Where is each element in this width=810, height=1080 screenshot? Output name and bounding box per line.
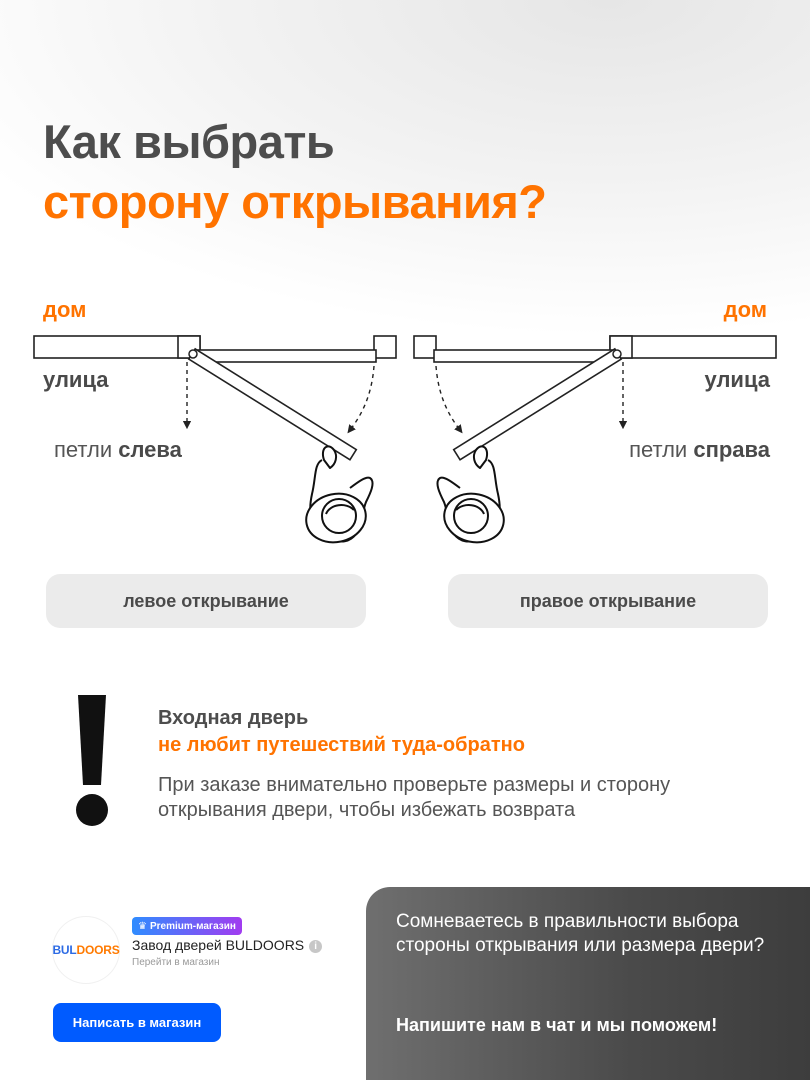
store-name[interactable]: Завод дверей BULDOORS i bbox=[132, 937, 323, 953]
warning-heading: Входная дверь не любит путешествий туда-… bbox=[158, 705, 525, 759]
exclamation-icon bbox=[76, 695, 108, 826]
warning-heading-line-1: Входная дверь bbox=[158, 707, 309, 729]
door-opening-diagram bbox=[33, 335, 777, 549]
right-door-scheme bbox=[413, 335, 777, 549]
right-hinge-prefix: петли bbox=[629, 437, 694, 462]
premium-badge-label: Premium-магазин bbox=[149, 920, 236, 932]
right-hinge-side: справа bbox=[693, 437, 770, 462]
help-answer: Напишите нам в чат и мы поможем! bbox=[396, 1015, 718, 1035]
write-to-store-button[interactable]: Написать в магазин bbox=[53, 1003, 221, 1042]
right-street-label: улица bbox=[704, 367, 770, 392]
page-title: Как выбрать сторону открывания? bbox=[43, 112, 547, 232]
go-to-store-link[interactable]: Перейти в магазин bbox=[132, 957, 220, 968]
left-door-scheme bbox=[33, 335, 397, 549]
logo-part-bul: BUL bbox=[52, 943, 77, 957]
left-street-label: улица bbox=[43, 367, 109, 392]
left-house-label: дом bbox=[43, 297, 87, 322]
logo-part-doors: DOORS bbox=[76, 943, 120, 957]
left-opening-button[interactable]: левое открывание bbox=[46, 574, 366, 628]
left-hinge-prefix: петли bbox=[54, 437, 119, 462]
right-opening-button[interactable]: правое открывание bbox=[448, 574, 768, 628]
help-panel: Сомневаетесь в правильности выбора сторо… bbox=[366, 887, 810, 1080]
warning-heading-line-2: не любит путешествий туда-обратно bbox=[158, 734, 525, 756]
store-name-text: Завод дверей BULDOORS bbox=[132, 937, 305, 953]
premium-badge: ♛ Premium-магазин bbox=[132, 917, 242, 935]
left-hinge-label: петли слева bbox=[54, 437, 182, 463]
right-house-label: дом bbox=[723, 297, 767, 322]
right-hinge-label: петли справа bbox=[629, 437, 770, 463]
title-line-1: Как выбрать bbox=[43, 115, 335, 168]
left-hinge-side: слева bbox=[118, 437, 182, 462]
title-line-2: сторону открывания? bbox=[43, 175, 547, 228]
warning-text: При заказе внимательно проверьте размеры… bbox=[158, 774, 671, 821]
info-icon[interactable]: i bbox=[309, 940, 323, 953]
help-question: Сомневаетесь в правильности выбора сторо… bbox=[396, 911, 765, 956]
crown-icon: ♛ bbox=[138, 920, 147, 932]
